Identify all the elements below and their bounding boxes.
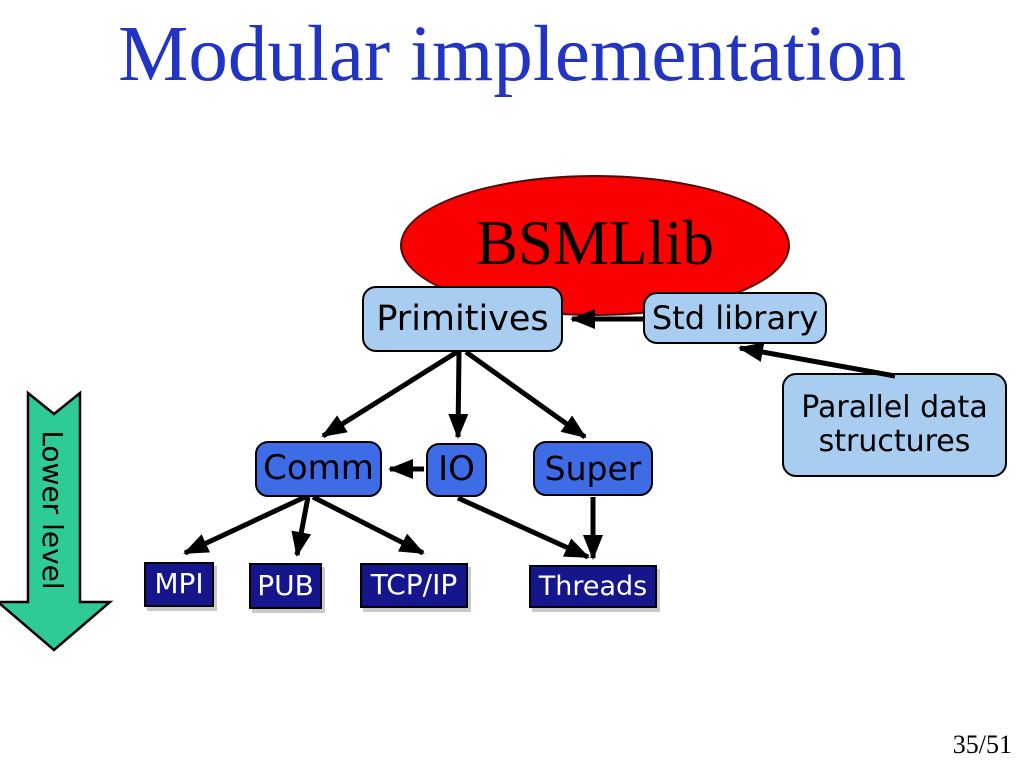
node-threads: Threads xyxy=(529,565,657,608)
arrow-parallel_data-to-std_library xyxy=(738,342,896,379)
arrow-primitives-to-super xyxy=(464,349,587,440)
node-comm: Comm xyxy=(255,441,382,497)
node-std-library: Std library xyxy=(643,292,827,344)
arrow-comm-to-pub xyxy=(291,496,312,557)
arrow-primitives-to-io xyxy=(448,351,469,439)
lower-level-label: Lower level xyxy=(36,430,69,590)
node-pub: PUB xyxy=(249,563,322,609)
slide-title: Modular implementation xyxy=(118,11,906,98)
arrow-comm-to-mpi xyxy=(183,494,307,556)
arrow-comm-to-tcpip xyxy=(311,494,425,556)
lower-level-down-arrow-shape xyxy=(0,390,114,652)
page-number: 35/51 xyxy=(952,730,1012,759)
lower-level-arrow-layer xyxy=(0,390,114,652)
node-super: Super xyxy=(533,441,653,496)
arrow-primitives-to-comm xyxy=(321,349,459,439)
node-io: IO xyxy=(426,443,487,497)
bsmllib-label: BSMLlib xyxy=(475,208,715,278)
node-parallel-data-structures: Parallel data structures xyxy=(782,373,1007,477)
arrow-io-to-threads xyxy=(456,495,590,560)
node-primitives: Primitives xyxy=(362,286,563,352)
node-tcpip: TCP/IP xyxy=(360,563,468,608)
node-mpi: MPI xyxy=(144,562,214,607)
